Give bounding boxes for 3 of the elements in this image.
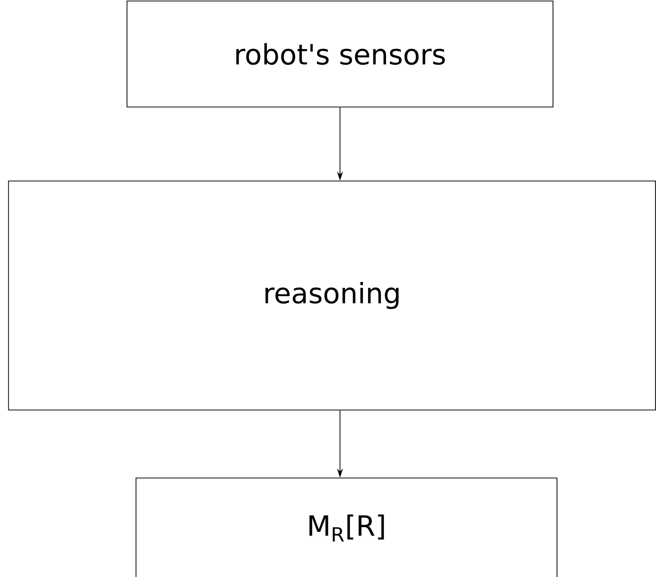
process-box: reasoning	[8, 180, 656, 410]
process-box: M$_{R}$[R]	[136, 478, 558, 577]
process-box: robot's sensors	[126, 0, 554, 108]
